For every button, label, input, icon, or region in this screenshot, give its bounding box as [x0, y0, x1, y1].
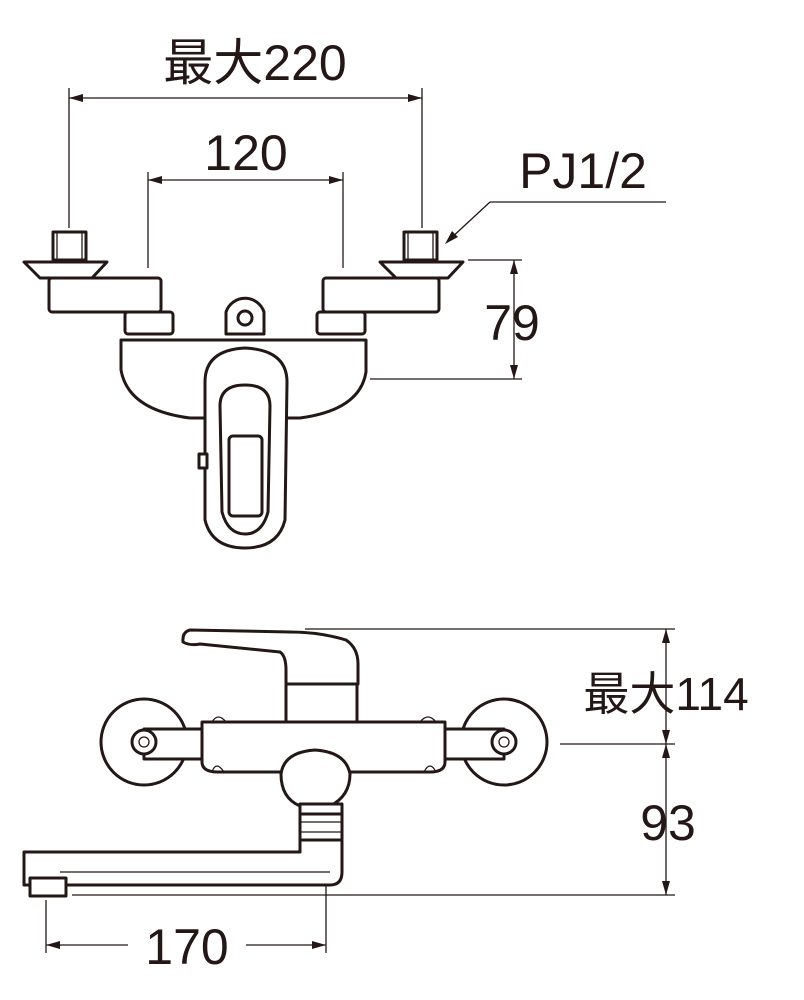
- max-height-dimension: 最大114: [305, 628, 749, 745]
- spout-reach-label: 170: [145, 919, 228, 975]
- depth-label: 79: [484, 295, 540, 351]
- spout-swivel: [279, 748, 352, 842]
- center-spacing-label: 120: [204, 125, 287, 181]
- cartridge-column: [284, 679, 359, 724]
- spout-height-label: 93: [640, 795, 696, 851]
- connection-leader: PJ1/2: [445, 143, 666, 244]
- side-view: 最大114 93 170: [22, 628, 749, 975]
- left-wall-disc: [99, 697, 208, 787]
- depth-dimension: 79: [370, 259, 540, 380]
- left-inlet-fitting: [22, 230, 175, 336]
- faucet-body-side: [200, 720, 447, 774]
- center-knob: [224, 296, 266, 336]
- center-spacing-dimension: 120: [147, 125, 344, 268]
- right-wall-disc: [441, 697, 549, 787]
- max-height-label: 最大114: [583, 668, 748, 720]
- spout: [22, 838, 344, 898]
- spout-reach-dimension: 170: [45, 885, 327, 975]
- lever-handle-top: [197, 346, 289, 550]
- spout-height-dimension: 93: [72, 744, 696, 896]
- max-width-dimension: 最大220: [68, 35, 423, 228]
- max-width-label: 最大220: [163, 35, 346, 91]
- right-inlet-fitting: [315, 230, 465, 336]
- top-view: 最大220 120 PJ1/2 79: [22, 35, 666, 550]
- lever-handle-side: [181, 628, 360, 686]
- connection-label: PJ1/2: [519, 143, 647, 199]
